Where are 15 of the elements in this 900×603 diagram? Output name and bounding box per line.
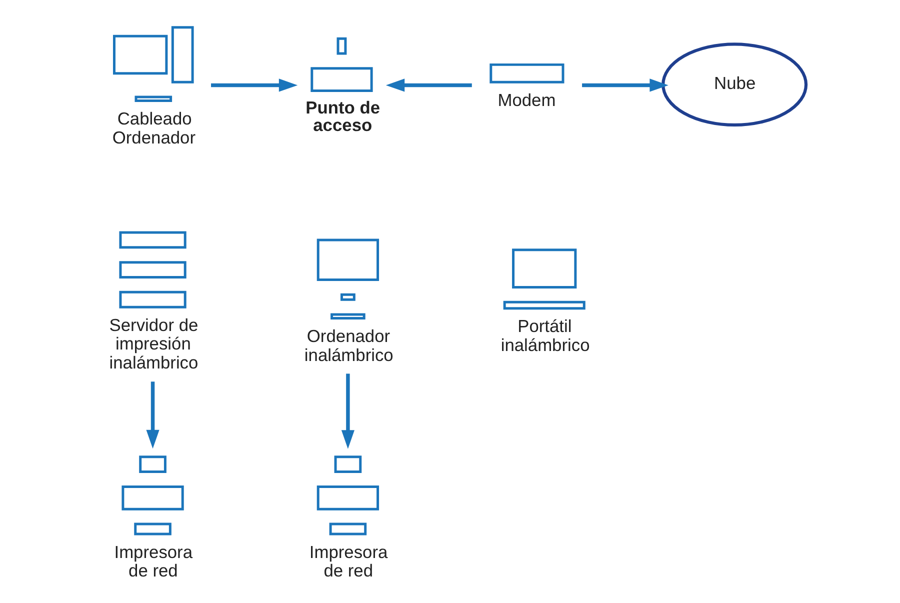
node-label: Impresora de red: [114, 542, 192, 580]
node-box: [489, 63, 564, 84]
node-label: Cableado Ordenador: [112, 108, 196, 148]
node-label: Portátil inalámbrico: [500, 316, 590, 355]
node-label: Impresora de red: [308, 542, 388, 580]
node-ellipse: Nube: [661, 42, 808, 127]
node-label: Modem: [497, 90, 556, 110]
node-label: Servidor de impresión inalámbrico: [108, 314, 198, 372]
arrow: [582, 78, 668, 92]
node-label: Punto de acceso: [305, 97, 380, 135]
node-label: Ordenador inalámbrico: [304, 326, 393, 365]
arrow: [210, 78, 298, 92]
arrow: [385, 78, 472, 92]
arrow: [146, 382, 159, 449]
arrow: [340, 374, 354, 449]
